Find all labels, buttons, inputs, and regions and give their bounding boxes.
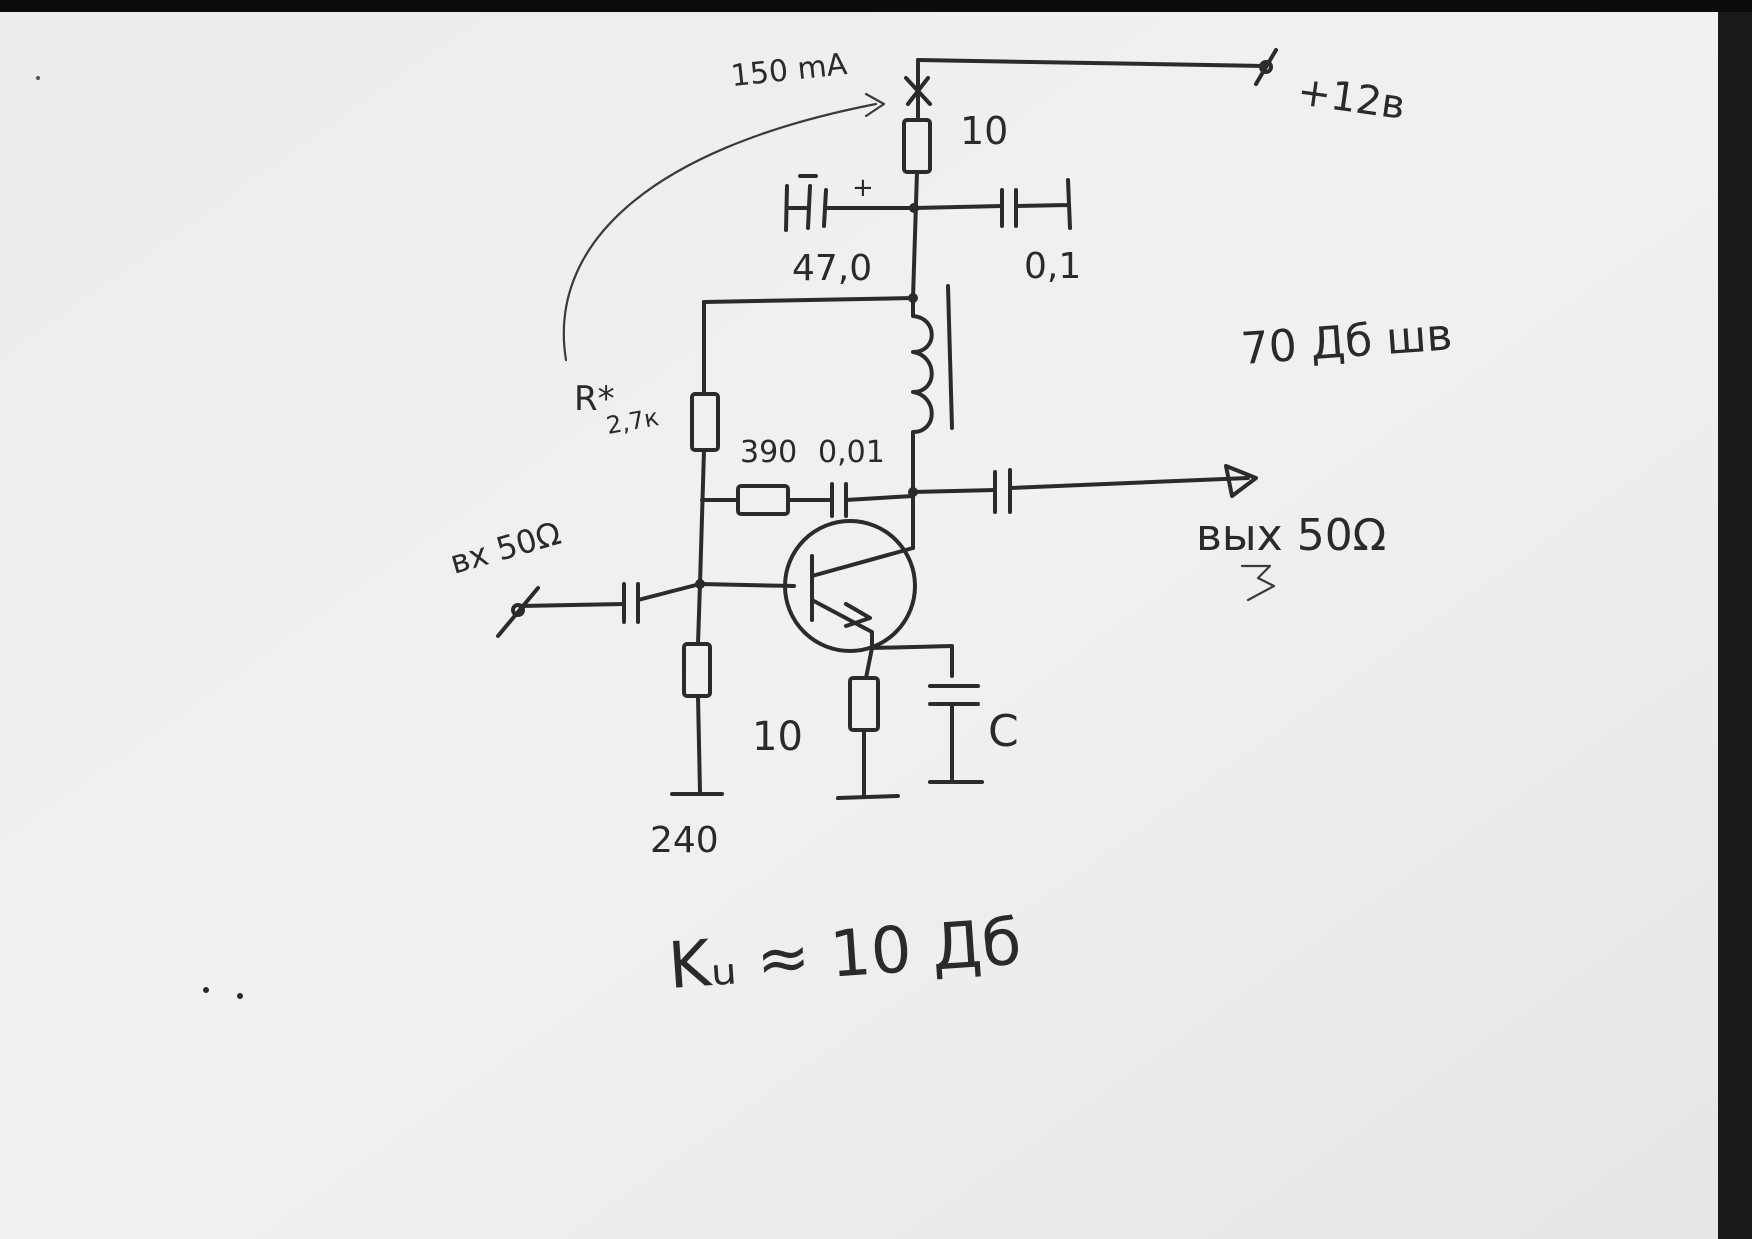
cap-output-plates: [993, 468, 1012, 514]
emitter-res-wire: [864, 646, 874, 680]
inductor-coil: [911, 296, 934, 486]
label-c-electrolytic-polarity: +: [852, 173, 874, 203]
supply-wire: [916, 58, 1267, 68]
label-output: вых 50Ω: [1196, 510, 1386, 561]
label-c-decoupling: 0,1: [1024, 246, 1081, 287]
transistor-emitter-arrow: [844, 602, 872, 628]
output-arrow: [1224, 464, 1258, 498]
label-c-emitter: C: [988, 706, 1019, 757]
stray-dot-3: [36, 76, 40, 80]
stray-dot-2: [237, 993, 243, 999]
input-wire: [518, 602, 626, 608]
base-ground-wire: [696, 694, 702, 794]
cap-electrolytic-ground: [784, 184, 810, 232]
feedback-right-wire: [844, 494, 915, 502]
cap-decoupling-plates: [1000, 188, 1018, 228]
adjust-arrow-curve: [562, 102, 878, 362]
label-r-bias-name: R*: [574, 379, 615, 419]
supply-terminal-circle: [1259, 60, 1273, 74]
output-wire: [911, 488, 997, 494]
label-c-feedback: 0,01: [818, 435, 885, 470]
base-down-wire: [696, 582, 702, 646]
transistor-collector-lead: [810, 546, 915, 578]
label-r-supply: 10: [960, 109, 1008, 153]
paper-edge-top: [0, 0, 1752, 12]
adjust-arrow-head: [864, 92, 886, 118]
cap-electrolytic-plate-a: [822, 188, 828, 228]
stray-dot-1: [203, 987, 209, 993]
supply-terminal: [1254, 48, 1278, 86]
cap-decoupling-wire: [912, 204, 1004, 210]
bias-top-wire: [702, 296, 915, 304]
cap-input-plates: [622, 582, 640, 624]
cap-decoupling-ground: [1014, 178, 1072, 230]
input-terminal: [496, 586, 540, 638]
paper-edge-right: [1718, 10, 1752, 1239]
output-line: [1008, 476, 1250, 490]
label-r-base-ground: 240: [650, 820, 719, 861]
supply-node-wire: [911, 170, 919, 300]
emitter-res-ground-bar: [836, 794, 900, 800]
input-terminal-circle: [511, 603, 525, 617]
scribble-mark: [1240, 564, 1276, 602]
bias-down-wire: [698, 448, 706, 586]
transistor-envelope: [783, 519, 917, 653]
paper: [0, 10, 1730, 1239]
label-r-feedback: 390: [740, 435, 797, 470]
label-r-emitter: 10: [752, 714, 803, 760]
inductor-core: [946, 284, 954, 430]
label-c-electrolytic: 47,0: [792, 248, 872, 289]
transistor-emitter-lead: [810, 598, 874, 648]
circuit: [36, 48, 1278, 999]
